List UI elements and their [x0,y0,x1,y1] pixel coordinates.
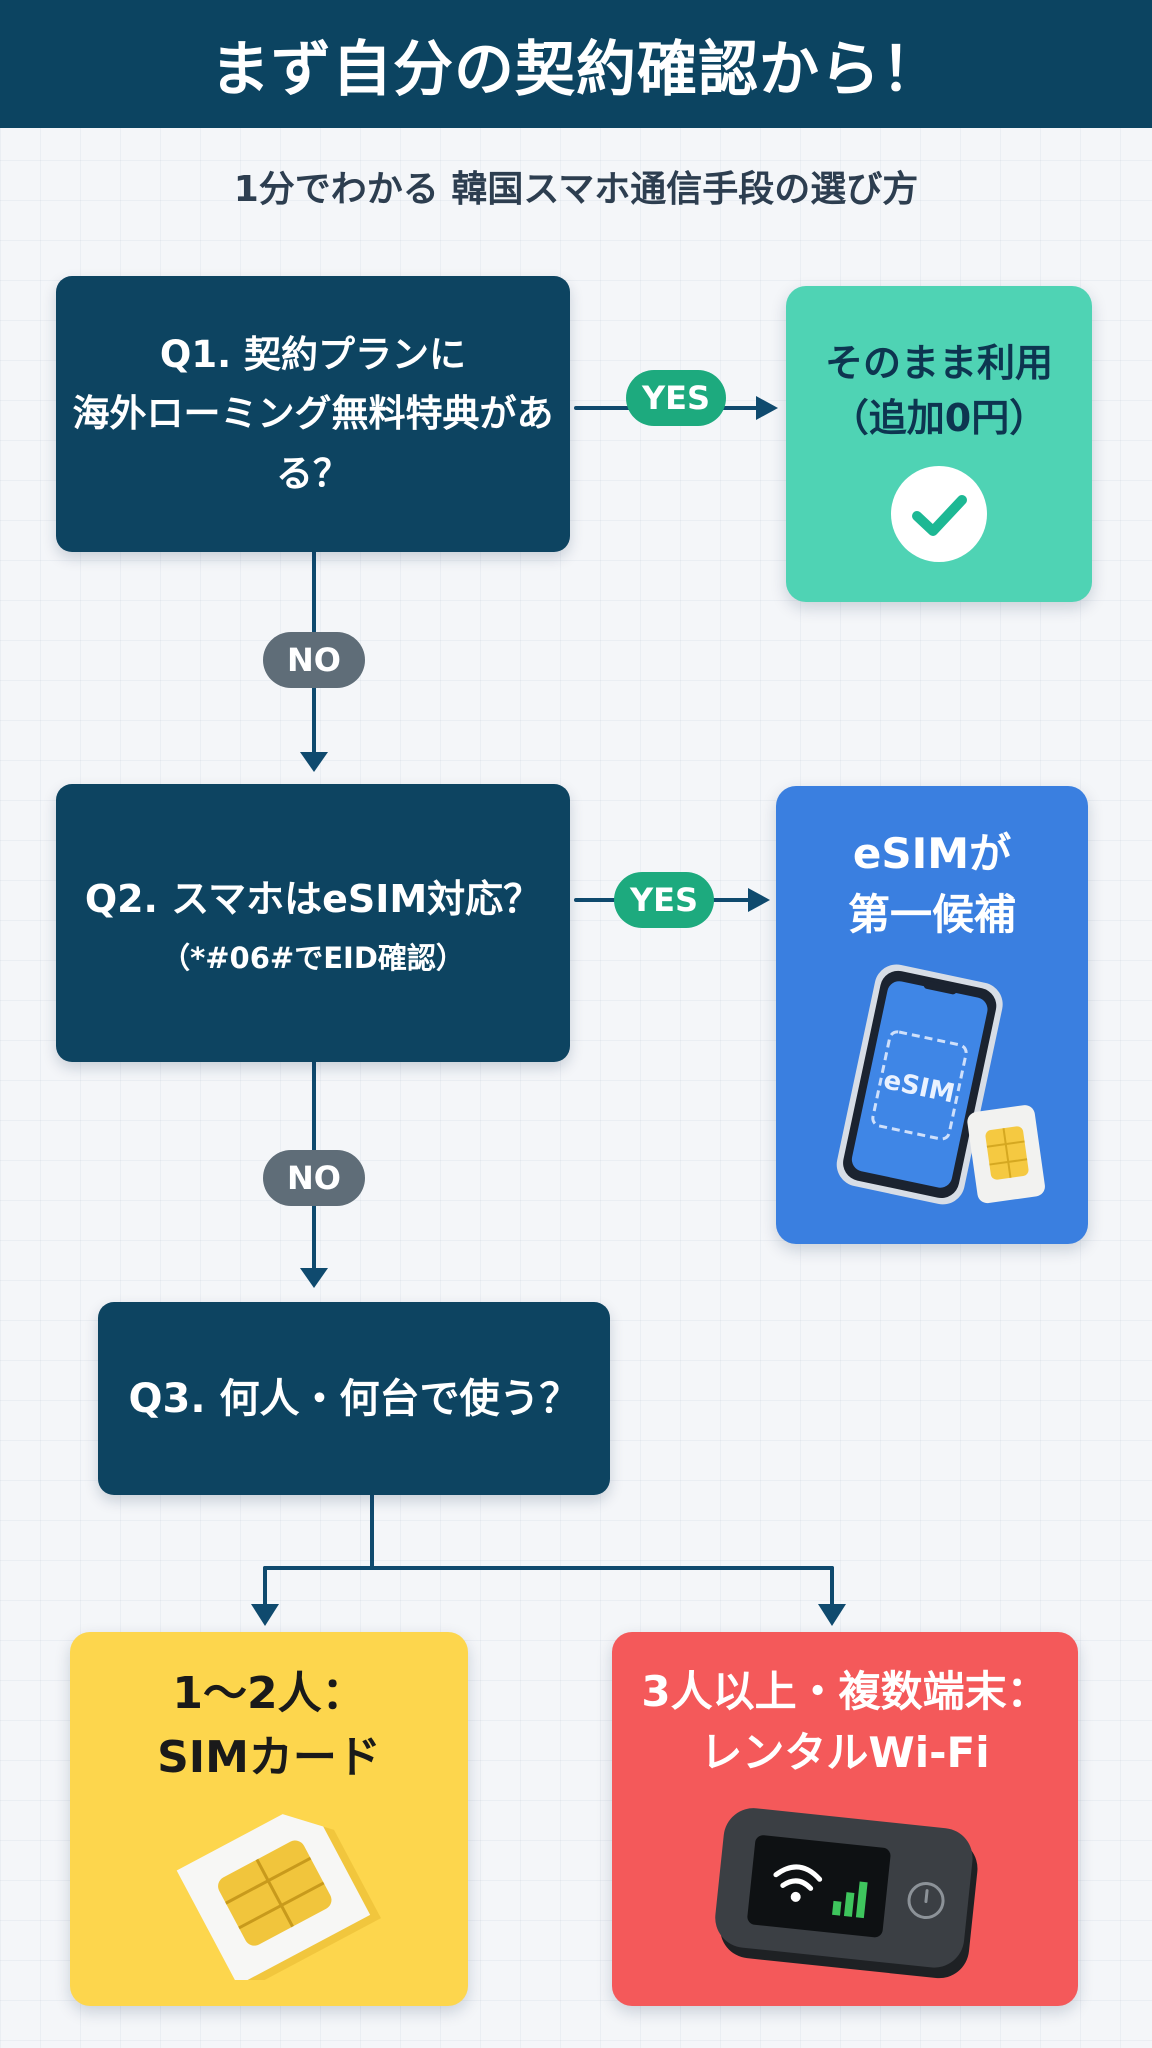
phone-esim-icon: eSIM [836,964,1045,1205]
result-wifi-line1: 3人以上・複数端末： [641,1667,1049,1716]
question-1-box: Q1. 契約プランに 海外ローミング無料特典がある？ [56,276,570,552]
result-wifi-line2: レンタルWi-Fi [700,1727,990,1777]
arrowhead-sim [251,1604,279,1626]
question-1-line2: 海外ローミング無料特典がある？ [72,392,554,495]
q1-no-badge: NO [263,632,365,688]
header-banner: まず自分の契約確認から！ [0,0,1152,128]
question-2-line2: （*#06#でEID確認） [161,941,465,976]
page-title: まず自分の契約確認から！ [210,34,942,105]
arrowhead-esim [748,888,770,912]
q2-yes-badge: YES [614,872,714,928]
result-sim-line1: 1〜2人： [172,1668,366,1719]
result-sim-card: 1〜2人： SIMカード [70,1632,468,2006]
result-esim-line2: 第一候補 [847,889,1016,939]
arrowhead-q2 [300,752,328,772]
question-3-box: Q3. 何人・何台で使う？ [98,1302,610,1495]
question-2-box: Q2. スマホはeSIM対応？ （*#06#でEID確認） [56,784,570,1062]
result-roaming-card: そのまま利用 （追加0円） [786,286,1092,602]
question-3-line1: Q3. 何人・何台で使う？ [128,1375,580,1422]
result-esim-card: eSIMが 第一候補 eSIM [776,786,1088,1244]
page-subtitle: 1分でわかる 韓国スマホ通信手段の選び方 [233,169,919,210]
question-2-line1: Q2. スマホはeSIM対応？ [84,876,542,921]
q2-no-badge: NO [263,1150,365,1206]
arrowhead-roaming [756,396,778,420]
arrowhead-wifi [818,1604,846,1626]
result-wifi-card: 3人以上・複数端末： レンタルWi-Fi [612,1632,1078,2006]
check-icon [891,466,987,563]
arrowhead-q3 [300,1268,328,1288]
result-roaming-line2: （追加0円） [830,396,1048,441]
result-roaming-line1: そのまま利用 [824,341,1053,385]
result-esim-line1: eSIMが [852,829,1012,878]
result-sim-line2: SIMカード [157,1731,381,1783]
sim-card-icon [176,1813,381,1980]
pocket-wifi-icon [715,1807,978,1978]
question-1-line1: Q1. 契約プランに [159,333,467,377]
q1-yes-badge: YES [626,370,726,426]
